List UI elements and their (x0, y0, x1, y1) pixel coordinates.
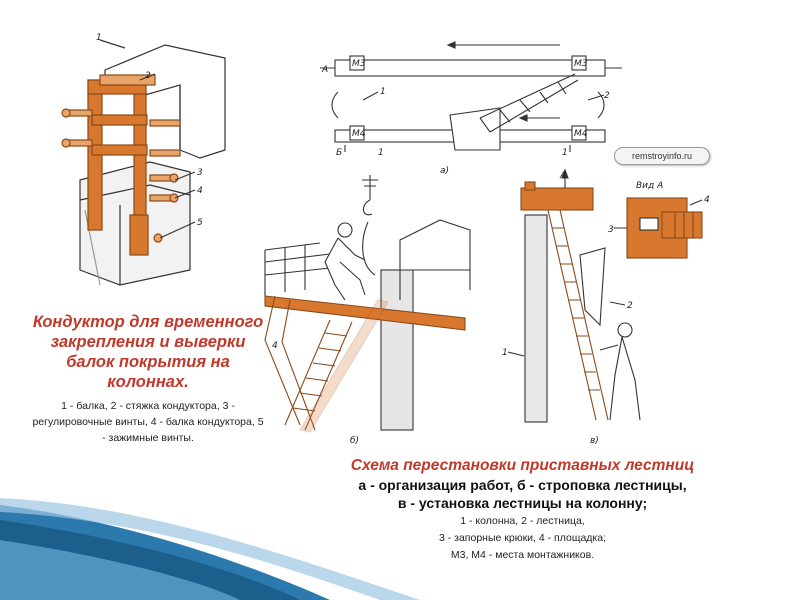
svg-text:А: А (321, 65, 328, 75)
svg-text:М4: М4 (352, 129, 366, 139)
svg-text:М4: М4 (574, 129, 588, 139)
svg-text:3: 3 (608, 225, 614, 235)
worker-figure-b (324, 222, 366, 301)
svg-text:А: А (559, 171, 566, 181)
svg-text:М3: М3 (574, 59, 588, 69)
platform-view-labels: 4 б) (272, 341, 359, 446)
column-view-labels: А Вид А 3 4 2 1 в) (502, 171, 710, 446)
svg-text:4: 4 (704, 195, 710, 205)
ladder-caption-title: Схема перестановки приставных лестниц (350, 457, 695, 474)
svg-text:Вид А: Вид А (636, 181, 663, 191)
svg-text:в): в) (590, 436, 599, 446)
ladder-caption-subtitle-1: а - организация работ, б - строповка лес… (358, 477, 687, 493)
ladder-caption-subtitle-2: в - установка лестницы на колонну; (397, 495, 648, 511)
svg-text:3: 3 (197, 168, 203, 178)
conductor-caption-legend: 1 - балка, 2 - стяжка кондуктора, 3 - ре… (32, 400, 264, 444)
svg-text:Б: Б (336, 148, 342, 158)
conductor-labels: 1 2 3 4 5 (96, 33, 203, 228)
svg-text:2: 2 (604, 91, 610, 101)
platform-view-b (264, 175, 471, 433)
svg-text:б): б) (350, 436, 359, 446)
svg-text:1: 1 (380, 87, 386, 97)
plan-view-labels: А Б М3 М4 М3 М4 1 2 1 1 а) (321, 59, 610, 176)
svg-text:1: 1 (96, 33, 102, 43)
ladder-caption: Схема перестановки приставных лестниц а … (285, 456, 760, 563)
column-view-v (507, 168, 703, 423)
svg-text:1: 1 (562, 148, 568, 158)
svg-text:М3: М3 (352, 59, 366, 69)
svg-text:1: 1 (378, 148, 384, 158)
ladder-caption-legend-3: М3, М4 - места монтажников. (450, 549, 595, 561)
watermark-badge: remstroyinfo.ru (614, 147, 710, 165)
ladder-caption-legend-1: 1 - колонна, 2 - лестница, (460, 515, 585, 527)
conductor-caption-title: Кондуктор для временного закрепления и в… (32, 313, 264, 391)
conductor-drawing (61, 39, 226, 286)
conductor-caption: Кондуктор для временного закрепления и в… (30, 312, 266, 446)
worker-figure-v (599, 322, 641, 421)
ladder-caption-legend-2: 3 - запорные крюки, 4 - площадка; (438, 532, 607, 544)
svg-text:4: 4 (272, 341, 278, 351)
svg-text:2: 2 (627, 301, 633, 311)
plan-view-a (320, 41, 622, 152)
svg-text:2: 2 (145, 71, 151, 81)
wave-decoration (0, 498, 420, 600)
svg-text:4: 4 (197, 186, 203, 196)
svg-text:а): а) (440, 166, 449, 176)
svg-text:5: 5 (197, 218, 203, 228)
svg-text:1: 1 (502, 348, 508, 358)
